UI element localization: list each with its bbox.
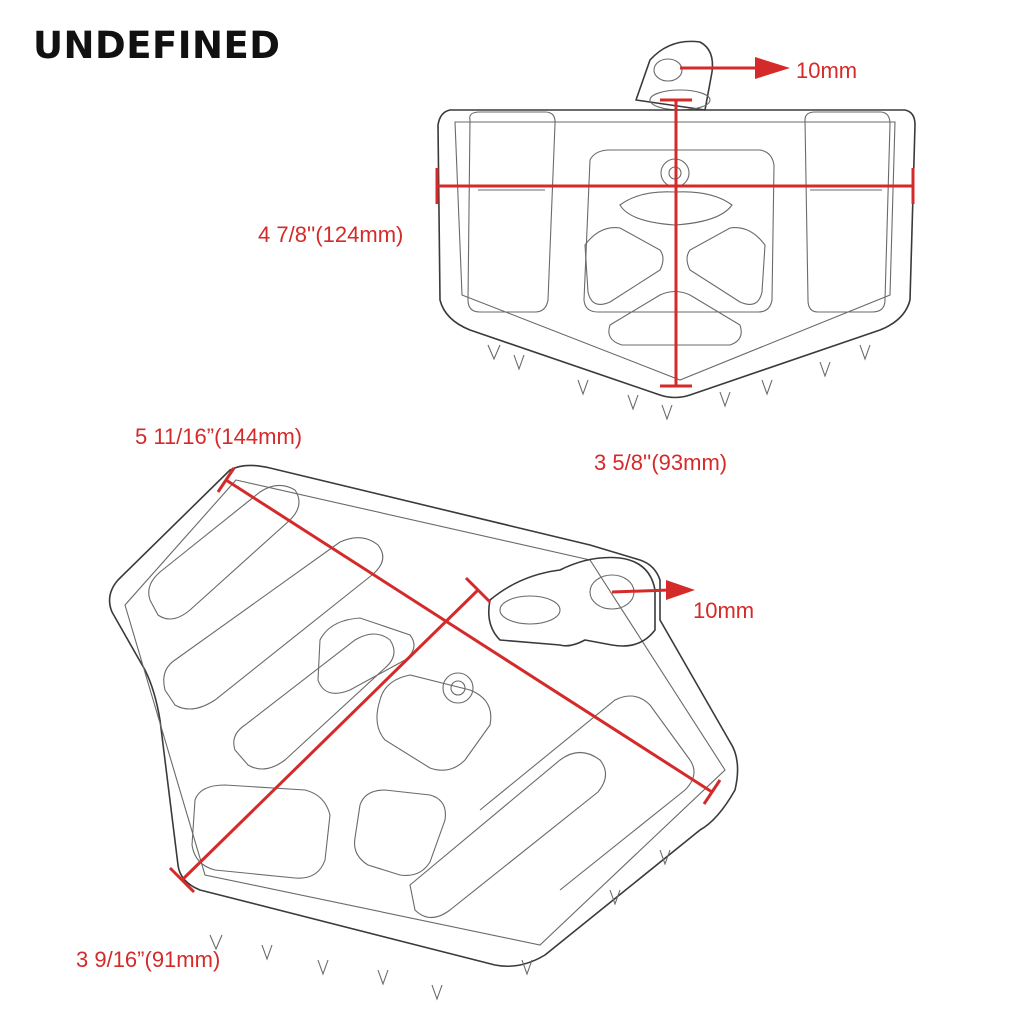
bottom-pin-arrow — [611, 588, 671, 594]
bottom-footpeg-drawing — [108, 464, 739, 1001]
top-width-label: 4 7/8''(124mm) — [258, 222, 404, 247]
bottom-width-label: 3 9/16”(91mm) — [76, 947, 221, 972]
bottom-length-label: 5 11/16”(144mm) — [135, 424, 303, 449]
top-depth-label: 3 5/8''(93mm) — [594, 450, 728, 475]
top-pin-label: 10mm — [796, 58, 858, 83]
bottom-pin-label: 10mm — [693, 598, 755, 623]
top-footpeg-drawing — [435, 40, 916, 421]
brand-wordmark: UNDEFINED — [33, 24, 281, 67]
bottom-length-dimension-line — [225, 478, 713, 794]
bottom-width-dimension-line — [180, 588, 480, 882]
